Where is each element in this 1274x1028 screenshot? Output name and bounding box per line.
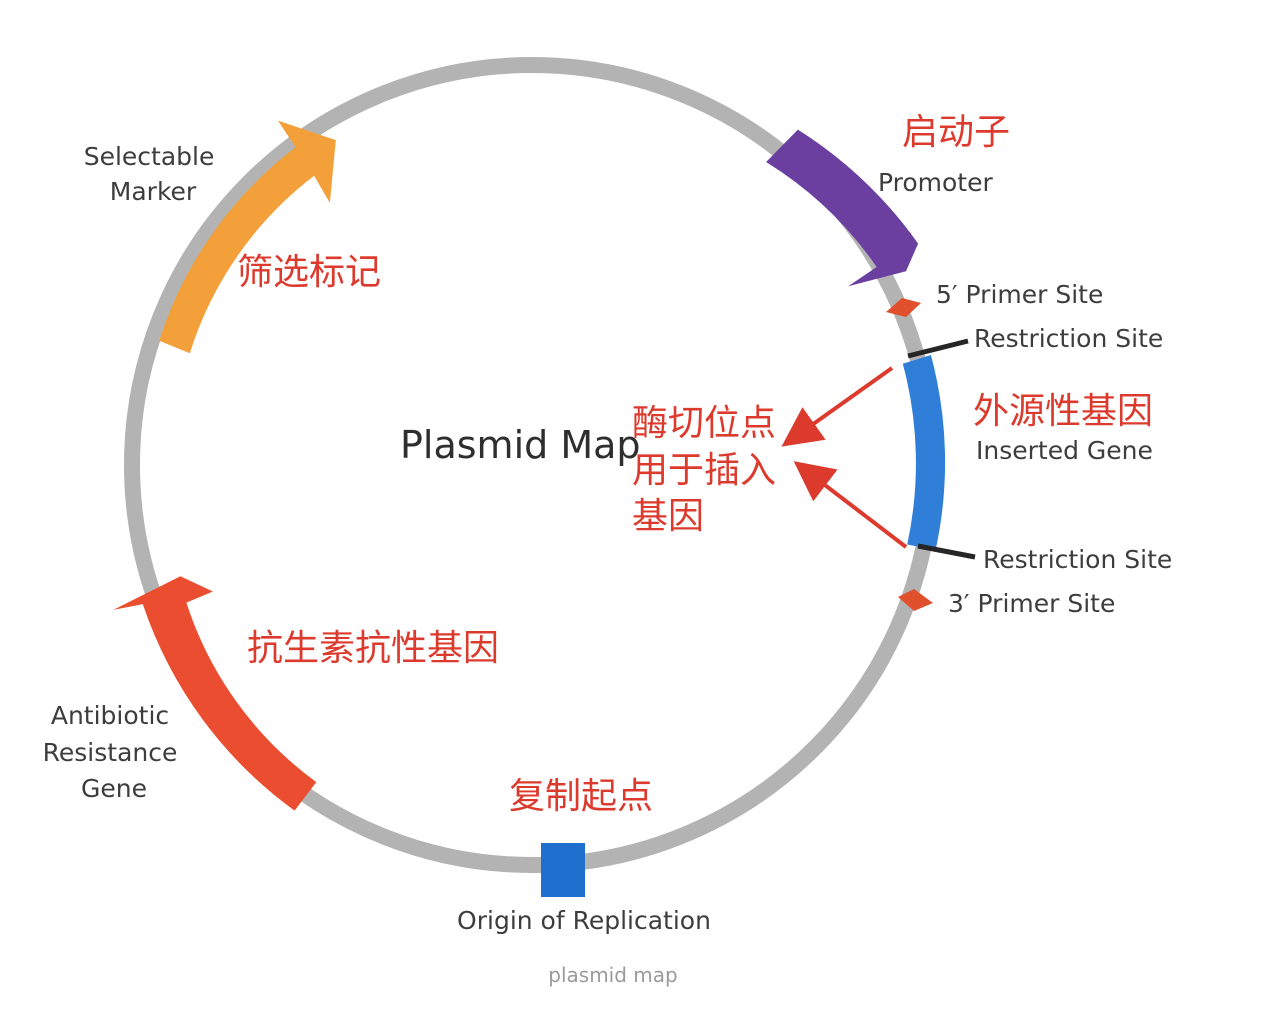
selectable-marker-annotation: 筛选标记	[237, 252, 381, 293]
annotation-arrow-bottom	[793, 461, 908, 549]
primer-site-5-label: 5′ Primer Site	[936, 280, 1103, 309]
restriction-site-bottom-mark	[917, 543, 976, 560]
inserted-gene-annotation: 外源性基因	[973, 391, 1153, 432]
primer-site-3-label: 3′ Primer Site	[948, 589, 1115, 618]
primer-site-3-marker	[898, 589, 933, 611]
restriction-site-top-mark	[907, 338, 969, 359]
plasmid-map-title: Plasmid Map	[400, 423, 641, 467]
origin-of-replication-label: Origin of Replication	[457, 906, 711, 935]
antibiotic-resistance-annotation: 抗生素抗性基因	[247, 628, 499, 669]
promoter-annotation: 启动子	[902, 112, 1010, 153]
selectable-marker-label: Selectable Marker	[84, 142, 223, 206]
annotation-arrow-top	[781, 366, 894, 447]
antibiotic-resistance-segment	[113, 576, 317, 811]
inserted-gene-label: Inserted Gene	[976, 436, 1153, 465]
figure-caption: plasmid map	[548, 963, 677, 987]
promoter-label: Promoter	[878, 168, 993, 197]
selectable-marker-segment	[159, 120, 336, 354]
primer-site-5-marker	[886, 298, 921, 317]
restriction-site-annotation: 酶切位点 用于插入 基因	[632, 403, 787, 537]
origin-of-replication-annotation: 复制起点	[509, 776, 653, 817]
restriction-site-bottom-label: Restriction Site	[983, 545, 1172, 574]
inserted-gene-segment	[902, 355, 946, 550]
promoter-segment	[766, 129, 919, 287]
restriction-site-top-label: Restriction Site	[974, 324, 1163, 353]
origin-of-replication-box	[541, 843, 585, 897]
antibiotic-resistance-label: Antibiotic Resistance Gene	[43, 701, 186, 803]
